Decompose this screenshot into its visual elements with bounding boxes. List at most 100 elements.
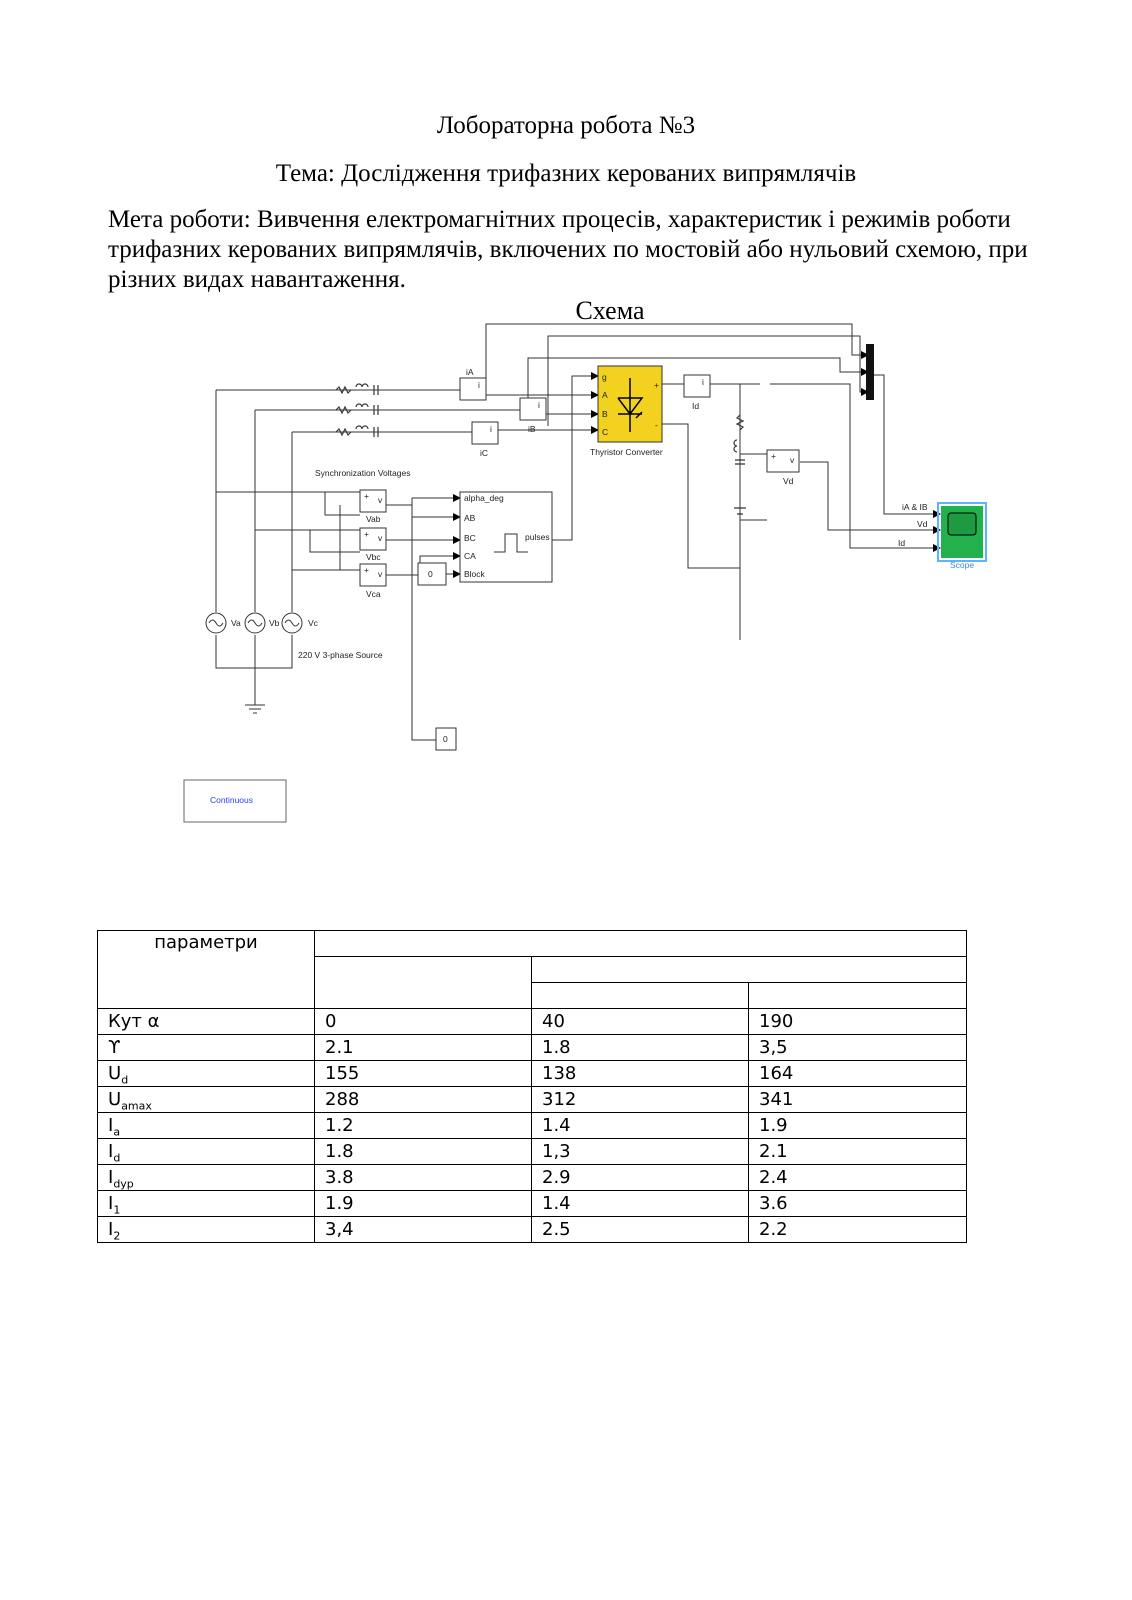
param-subscript: dyp	[113, 1177, 134, 1191]
label-vab: Vab	[366, 514, 381, 524]
value-cell: 3,4	[314, 1216, 532, 1243]
label-scope-in1: iA & IB	[902, 502, 928, 512]
value-cell: 190	[748, 1008, 967, 1035]
param-name: U	[108, 1063, 122, 1084]
value-cell: 138	[531, 1060, 749, 1087]
value-cell: 1.4	[531, 1190, 749, 1217]
label-vd: Vd	[783, 476, 794, 486]
value-cell: 3.6	[748, 1190, 967, 1217]
label-scope-in2: Vd	[917, 519, 928, 529]
value-cell: 1.9	[748, 1112, 967, 1139]
param-subscript: amax	[121, 1099, 152, 1113]
param-subscript: a	[113, 1125, 121, 1139]
powergui-label: Continuous	[210, 795, 253, 805]
table-header-empty	[314, 930, 967, 957]
param-cell: Uamax	[97, 1086, 315, 1113]
param-cell: Кут α	[97, 1008, 315, 1035]
value-cell: 40	[531, 1008, 749, 1035]
label-vb: Vb	[269, 618, 280, 628]
label-pulses: pulses	[525, 532, 550, 542]
param-cell: Idyp	[97, 1164, 315, 1191]
param-cell: Id	[97, 1138, 315, 1165]
table-header-row	[98, 982, 967, 1009]
label-source: 220 V 3-phase Source	[298, 650, 383, 660]
label-vbc-plus: +	[364, 529, 369, 539]
param-name: I	[108, 1193, 114, 1214]
value-cell: 2.1	[314, 1034, 532, 1061]
value-cell: 3,5	[748, 1034, 967, 1061]
document-goal: Мета роботи: Вивчення електромагнітних п…	[108, 206, 1028, 293]
label-id: Id	[692, 401, 699, 411]
label-bc: BC	[464, 533, 476, 543]
label-ic: iC	[480, 448, 488, 458]
label-vd-plus: +	[771, 451, 776, 461]
label-ia: iA	[466, 367, 474, 377]
label-port-c: C	[602, 427, 608, 437]
table-header-empty	[314, 956, 532, 1009]
value-cell: 0	[314, 1008, 532, 1035]
value-cell: 3.8	[314, 1164, 532, 1191]
param-name: I	[108, 1115, 114, 1136]
value-cell: 2.1	[748, 1138, 967, 1165]
label-ib: iB	[528, 424, 536, 434]
param-name: Кут α	[108, 1011, 160, 1032]
label-ca: CA	[464, 551, 476, 561]
label-port-g: g	[602, 372, 607, 382]
label-scope-in3: Id	[898, 538, 905, 548]
value-cell: 2.5	[531, 1216, 749, 1243]
label-minus: -	[655, 420, 658, 430]
value-cell: 1.2	[314, 1112, 532, 1139]
param-cell: Ia	[97, 1112, 315, 1139]
table-header-params: параметри	[97, 930, 315, 1009]
value-cell: 164	[748, 1060, 967, 1087]
param-subscript: d	[113, 1151, 121, 1165]
label-ib-i: i	[538, 400, 540, 410]
label-vca-v: v	[378, 569, 383, 579]
value-cell: 2.2	[748, 1216, 967, 1243]
label-vca: Vca	[366, 589, 381, 599]
value-cell: 155	[314, 1060, 532, 1087]
label-id-i: i	[702, 377, 704, 387]
label-port-a: A	[602, 390, 608, 400]
param-cell: ϒ	[97, 1034, 315, 1061]
param-subscript: 1	[113, 1203, 121, 1217]
label-vab-v: v	[378, 495, 383, 505]
table-header-empty	[531, 956, 967, 983]
label-plus: +	[654, 380, 659, 390]
param-subscript: 2	[113, 1229, 121, 1243]
label-vc: Vc	[308, 618, 319, 628]
label-port-b: B	[602, 409, 608, 419]
param-cell: I2	[97, 1216, 315, 1243]
value-cell: 1.8	[531, 1034, 749, 1061]
label-const0b: 0	[443, 734, 448, 744]
table-header-empty	[531, 982, 749, 1009]
document-title: Лобораторна робота №3	[436, 112, 696, 139]
label-vab-plus: +	[364, 491, 369, 501]
label-alpha: alpha_deg	[464, 493, 504, 503]
label-scope: Scope	[950, 560, 974, 570]
label-vd-v: v	[790, 455, 795, 465]
table-header-row	[98, 956, 967, 1009]
table-header-empty	[748, 982, 967, 1009]
param-name: ϒ	[108, 1037, 121, 1058]
label-block: Block	[464, 569, 486, 579]
param-name: I	[108, 1141, 114, 1162]
param-name: I	[108, 1167, 114, 1188]
label-sync: Synchronization Voltages	[315, 468, 410, 478]
value-cell: 1.8	[314, 1138, 532, 1165]
param-cell: I1	[97, 1190, 315, 1217]
label-const0a: 0	[428, 569, 433, 579]
label-va: Va	[231, 618, 241, 628]
label-ic-i: i	[490, 424, 492, 434]
table-header-row: параметри	[97, 930, 967, 1009]
document-topic: Тема: Дослідження трифазних керованих ви…	[275, 160, 857, 187]
schema-title: Схема	[575, 296, 645, 325]
label-vbc: Vbc	[366, 552, 381, 562]
